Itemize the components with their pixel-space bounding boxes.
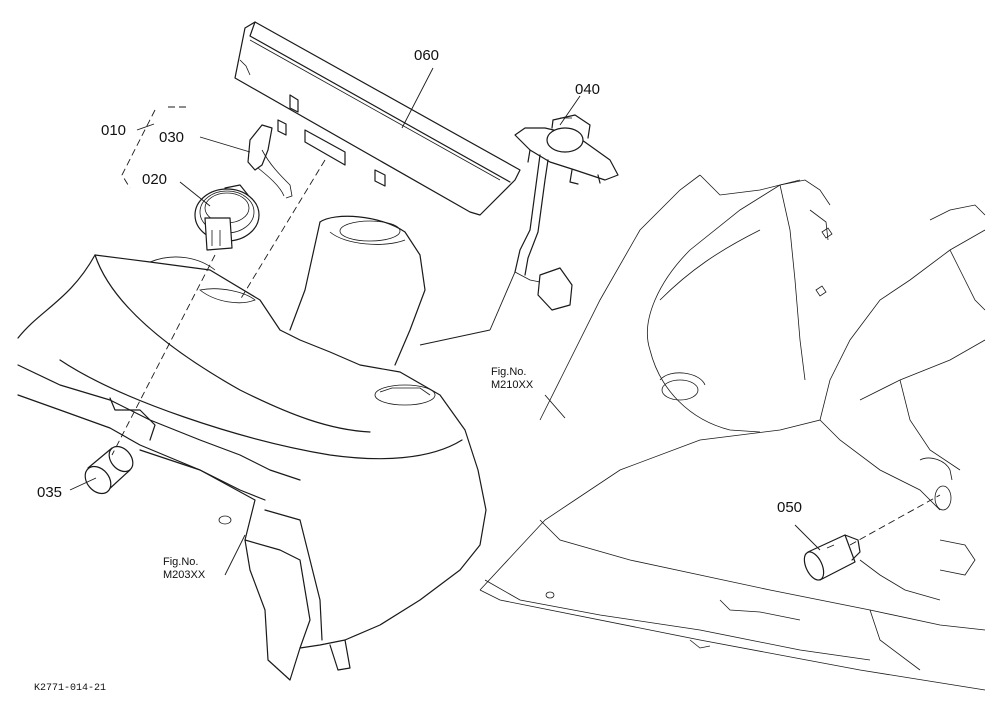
leader-lines [69, 67, 941, 576]
drawing-code: K2771-014-21 [34, 683, 107, 694]
callout-040: 040 [575, 81, 601, 98]
fig-ref-right-label: Fig.No. [491, 366, 527, 378]
frame-structure [479, 174, 986, 691]
part-020 [194, 184, 260, 251]
dash-housing [17, 215, 487, 681]
callout-030: 030 [159, 129, 185, 146]
fig-ref-left-label: Fig.No. [163, 556, 199, 568]
callout-050: 050 [777, 499, 803, 516]
part-040 [514, 114, 619, 311]
fig-ref-right-number: M210XX [491, 378, 534, 391]
part-035 [84, 445, 134, 495]
callout-035: 035 [37, 484, 63, 501]
callout-010: 010 [101, 122, 127, 139]
fig-ref-right: Fig.No. M210XX [491, 366, 533, 391]
assembly-010-bracket [121, 106, 190, 189]
fig-ref-left-number: M203XX [163, 568, 206, 581]
callout-020: 020 [142, 171, 168, 188]
part-050 [803, 534, 861, 581]
part-030 [247, 124, 293, 199]
fig-ref-left: Fig.No. M203XX [163, 556, 205, 581]
callout-060: 060 [414, 47, 440, 64]
panel-060 [234, 21, 521, 216]
